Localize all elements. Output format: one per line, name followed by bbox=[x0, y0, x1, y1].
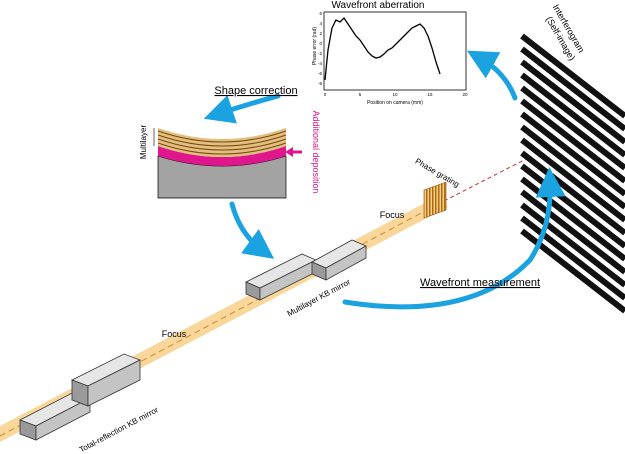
interferogram-fringe bbox=[520, 137, 625, 223]
focus-label-lower: Focus bbox=[162, 329, 187, 339]
interferogram-fringe bbox=[520, 85, 625, 171]
interferogram-fringe bbox=[520, 98, 625, 184]
y-tick: -4 bbox=[318, 61, 322, 66]
y-tick: 2 bbox=[319, 31, 322, 36]
x-tick: 15 bbox=[427, 92, 433, 97]
interferogram bbox=[520, 33, 625, 314]
additional-deposition-label: Additional deposition bbox=[311, 110, 321, 193]
arrow-plot-to-correction bbox=[203, 93, 281, 124]
plot-title: Wavefront aberration bbox=[331, 0, 424, 11]
focus-label-upper: Focus bbox=[380, 210, 405, 220]
y-tick: 0 bbox=[319, 41, 322, 46]
plot-frame bbox=[323, 11, 467, 91]
x-tick: 10 bbox=[392, 92, 398, 97]
multilayer-kb-mirror bbox=[245, 239, 367, 301]
plot-xlabel: Position on camera (mm) bbox=[367, 100, 423, 106]
wavefront-measurement-label: Wavefront measurement bbox=[420, 277, 540, 289]
interferogram-fringe bbox=[520, 59, 625, 145]
interferogram-fringe bbox=[520, 111, 625, 197]
interferogram-fringe bbox=[520, 189, 625, 275]
x-tick: 0 bbox=[324, 92, 327, 97]
arrow-correction-to-mirror bbox=[229, 201, 275, 259]
x-tick: 20 bbox=[462, 92, 468, 97]
plot-ylabel: Phase error (rad) bbox=[312, 27, 318, 65]
multilayer-lines bbox=[157, 130, 287, 155]
arrow-measurement-to-interferogram bbox=[342, 167, 566, 310]
y-tick: 6 bbox=[319, 11, 322, 16]
y-ticks: 6 4 2 0 -2 -4 -6 -8 bbox=[318, 11, 323, 86]
kb-mirror-block-1 bbox=[245, 253, 317, 301]
wavefront-curve bbox=[324, 16, 441, 81]
multilayer-cross-section bbox=[153, 128, 287, 199]
interferogram-fringe bbox=[520, 72, 625, 158]
arrow-interferogram-to-plot bbox=[466, 50, 518, 101]
interferogram-fringe bbox=[520, 215, 625, 301]
interferogram-fringe bbox=[520, 124, 625, 210]
y-tick: -8 bbox=[318, 81, 322, 86]
flow-arrows bbox=[203, 50, 566, 310]
deposition-arrowhead bbox=[285, 147, 293, 157]
x-ticks: 0 5 10 15 20 bbox=[324, 92, 468, 97]
tr-mirror-block-2 bbox=[71, 353, 141, 407]
kb-mirror-block-2 bbox=[311, 239, 367, 281]
x-tick: 5 bbox=[359, 92, 362, 97]
interferogram-fringe bbox=[520, 46, 625, 132]
additional-deposition-layer bbox=[158, 146, 286, 166]
shape-correction-label: Shape correction bbox=[214, 85, 297, 97]
y-tick: -6 bbox=[318, 71, 322, 76]
interferogram-fringe bbox=[520, 150, 625, 236]
total-reflection-kb-mirror bbox=[19, 353, 141, 441]
phase-grating bbox=[423, 181, 447, 219]
wavefront-plot: Wavefront aberration Phase error (rad) P… bbox=[312, 0, 468, 106]
interferogram-fringe bbox=[520, 202, 625, 288]
y-tick: 4 bbox=[319, 21, 322, 26]
phase-grating-label: Phase grating bbox=[414, 157, 461, 189]
y-tick: -2 bbox=[318, 51, 322, 56]
multilayer-label: Multilayer bbox=[139, 125, 148, 160]
interferogram-fringe bbox=[520, 33, 625, 119]
